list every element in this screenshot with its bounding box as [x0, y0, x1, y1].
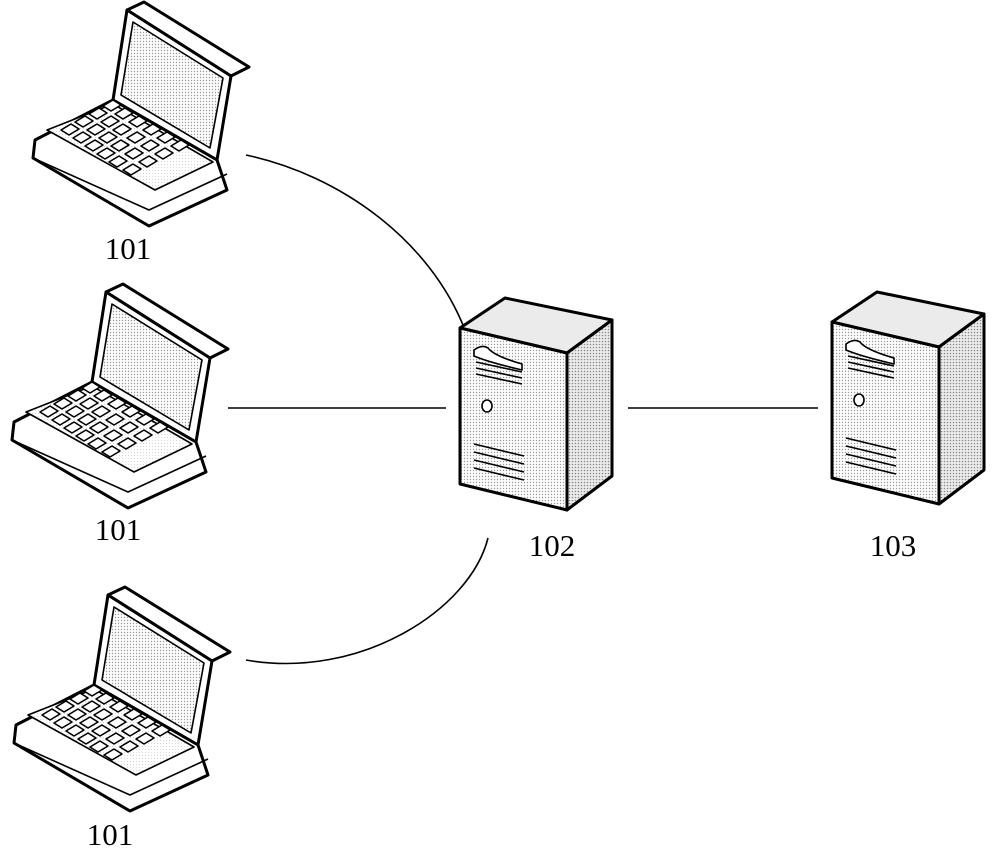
label-server-102: 102	[529, 528, 576, 563]
laptop-icon	[10, 282, 230, 510]
label-laptop-bottom: 101	[87, 817, 134, 852]
label-laptop-middle: 101	[95, 512, 142, 547]
server-icon	[458, 296, 614, 512]
server-icon	[830, 290, 986, 506]
label-server-103: 103	[870, 528, 917, 563]
laptop-icon	[31, 0, 251, 228]
edge-laptop-top-to-server-102	[245, 154, 466, 331]
edge-laptop-bottom-to-server-102	[245, 537, 489, 665]
label-laptop-top: 101	[105, 231, 152, 266]
laptop-icon	[12, 585, 232, 813]
